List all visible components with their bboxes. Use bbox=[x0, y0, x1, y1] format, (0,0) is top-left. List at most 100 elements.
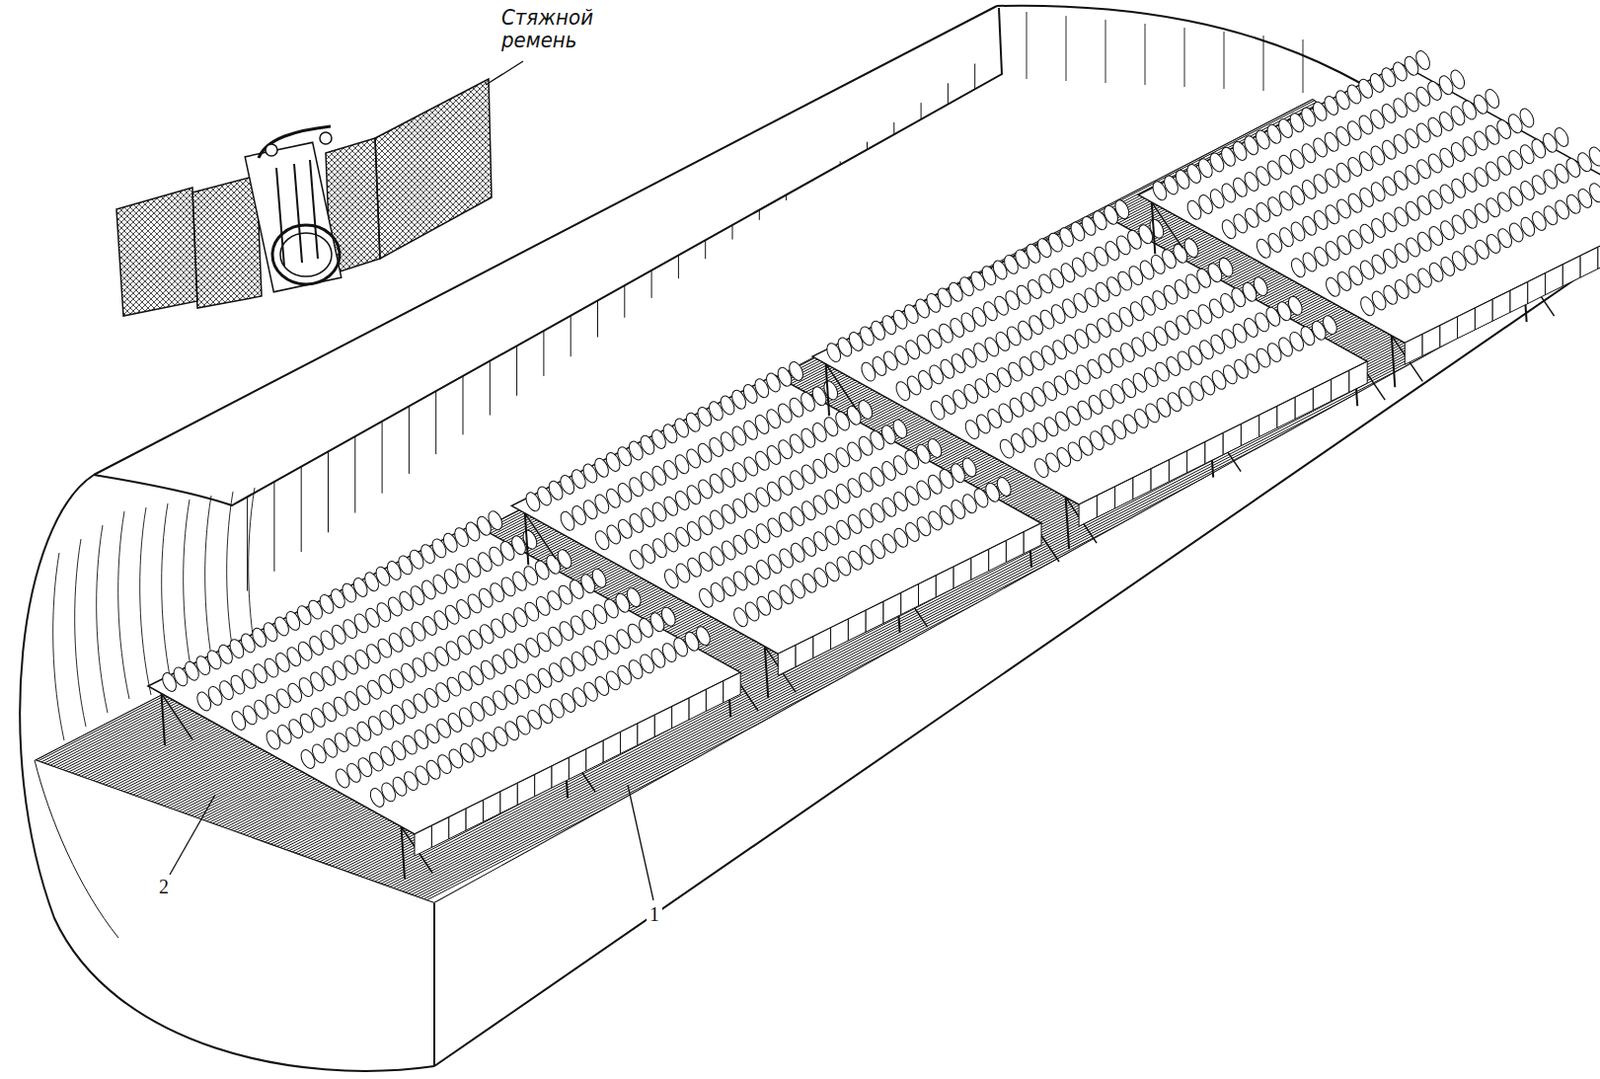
cargo-roll bbox=[589, 566, 609, 590]
cargo-box bbox=[1005, 532, 1024, 563]
cargo-roll bbox=[855, 397, 875, 421]
frame-rib bbox=[435, 390, 437, 455]
cargo-box bbox=[918, 575, 937, 607]
floor-hatching bbox=[91, 92, 1600, 956]
cargo-box bbox=[672, 697, 689, 729]
floor-hatching bbox=[0, 18, 1562, 882]
floor-hatching bbox=[0, 37, 1600, 901]
cargo-box bbox=[1331, 370, 1350, 401]
cargo-box bbox=[414, 825, 432, 856]
cargo-box bbox=[883, 593, 902, 624]
floor-hatching bbox=[37, 73, 1600, 935]
frame-rib bbox=[1184, 27, 1186, 87]
cargo-box bbox=[500, 782, 518, 814]
cargo-roll bbox=[1251, 275, 1271, 299]
cargo-box bbox=[795, 636, 814, 668]
floor-hatching bbox=[43, 75, 1600, 938]
floor-hatching bbox=[31, 71, 1600, 934]
cargo-box bbox=[534, 765, 552, 797]
floor-hatching bbox=[134, 108, 1600, 972]
frame-rib bbox=[1263, 35, 1265, 91]
callout-number: 2 bbox=[155, 876, 172, 898]
cargo-box bbox=[1205, 433, 1223, 464]
floor-hatching bbox=[128, 105, 1600, 968]
floor-hatching bbox=[0, 59, 1600, 922]
cargo-box bbox=[705, 681, 723, 712]
cargo-roll bbox=[554, 547, 574, 571]
floor-hatching bbox=[183, 126, 1600, 990]
cargo-roll bbox=[1587, 181, 1600, 205]
floor-hatching bbox=[113, 100, 1600, 963]
floor-hatching bbox=[0, 31, 1599, 895]
floor-hatching bbox=[107, 98, 1600, 962]
fuselage-walls bbox=[19, 5, 1580, 1071]
frame-rib bbox=[974, 64, 976, 90]
cargo-box bbox=[568, 749, 586, 780]
support-leg bbox=[525, 513, 530, 566]
floor-hatching bbox=[12, 64, 1600, 927]
floor-hatching bbox=[94, 93, 1600, 957]
cargo-box bbox=[1510, 282, 1528, 313]
cargo-roll bbox=[890, 417, 910, 441]
cargo-box bbox=[637, 714, 655, 746]
cargo-box bbox=[1474, 299, 1493, 330]
floor-hatching bbox=[104, 96, 1600, 960]
floor-hatching bbox=[34, 72, 1600, 935]
support-leg bbox=[401, 827, 406, 880]
floor-hatching bbox=[18, 66, 1600, 929]
cargo-box bbox=[603, 732, 620, 763]
cargo-roll bbox=[1517, 106, 1536, 130]
cargo-roll bbox=[659, 605, 679, 628]
floor-hatching bbox=[0, 13, 1550, 877]
floor-hatching bbox=[0, 2, 1520, 866]
frame-rib bbox=[785, 194, 787, 201]
cargo-box bbox=[1096, 486, 1115, 518]
frame-rib bbox=[893, 122, 895, 135]
cargo-roll bbox=[624, 586, 644, 610]
floor-hatching bbox=[192, 129, 1600, 992]
cargo-roll bbox=[693, 624, 713, 648]
frame-rib bbox=[597, 300, 599, 337]
frame-rib bbox=[75, 538, 86, 727]
cargo-roll bbox=[786, 359, 806, 382]
cargo-box bbox=[1150, 459, 1169, 491]
floor-hatching bbox=[0, 43, 1600, 907]
floor-hatching bbox=[3, 60, 1600, 923]
frame-rib bbox=[96, 525, 108, 713]
frame-rib bbox=[1105, 19, 1107, 83]
support-leg bbox=[1391, 335, 1396, 388]
floor-hatching bbox=[110, 99, 1600, 963]
floor-hatching bbox=[0, 1, 1517, 865]
cargo-box bbox=[1115, 477, 1134, 509]
cargo-box bbox=[1078, 495, 1097, 527]
cargo-box bbox=[1222, 424, 1241, 456]
floor-hatching bbox=[101, 95, 1600, 959]
wall-cut bbox=[34, 760, 119, 938]
frame-rib bbox=[947, 82, 949, 104]
cargo-box bbox=[1562, 255, 1581, 287]
frame-rib bbox=[1302, 39, 1304, 93]
frame-rib bbox=[732, 225, 734, 240]
floor-hatching bbox=[0, 21, 1571, 885]
cargo-box bbox=[1457, 307, 1476, 339]
cargo-box bbox=[971, 549, 990, 581]
frame-rib bbox=[678, 255, 680, 280]
floor-hatching bbox=[0, 35, 1600, 899]
frame-rib bbox=[516, 345, 518, 396]
cargo-box bbox=[1580, 246, 1599, 278]
cargo-roll bbox=[1482, 86, 1502, 110]
floor-hatching bbox=[122, 103, 1600, 967]
cargo-box bbox=[465, 800, 483, 832]
frame-rib bbox=[118, 511, 130, 699]
cargo-box bbox=[1545, 264, 1564, 296]
floor-hatching bbox=[40, 74, 1600, 937]
cargo-box bbox=[449, 808, 466, 839]
frame-rib bbox=[183, 499, 195, 687]
cargo-box bbox=[901, 584, 919, 615]
cargo-box bbox=[953, 557, 972, 589]
cargo-roll bbox=[1447, 68, 1467, 91]
floor-hatching bbox=[6, 62, 1600, 924]
floor-hatching bbox=[0, 29, 1593, 893]
cargo-pallets bbox=[148, 48, 1600, 879]
